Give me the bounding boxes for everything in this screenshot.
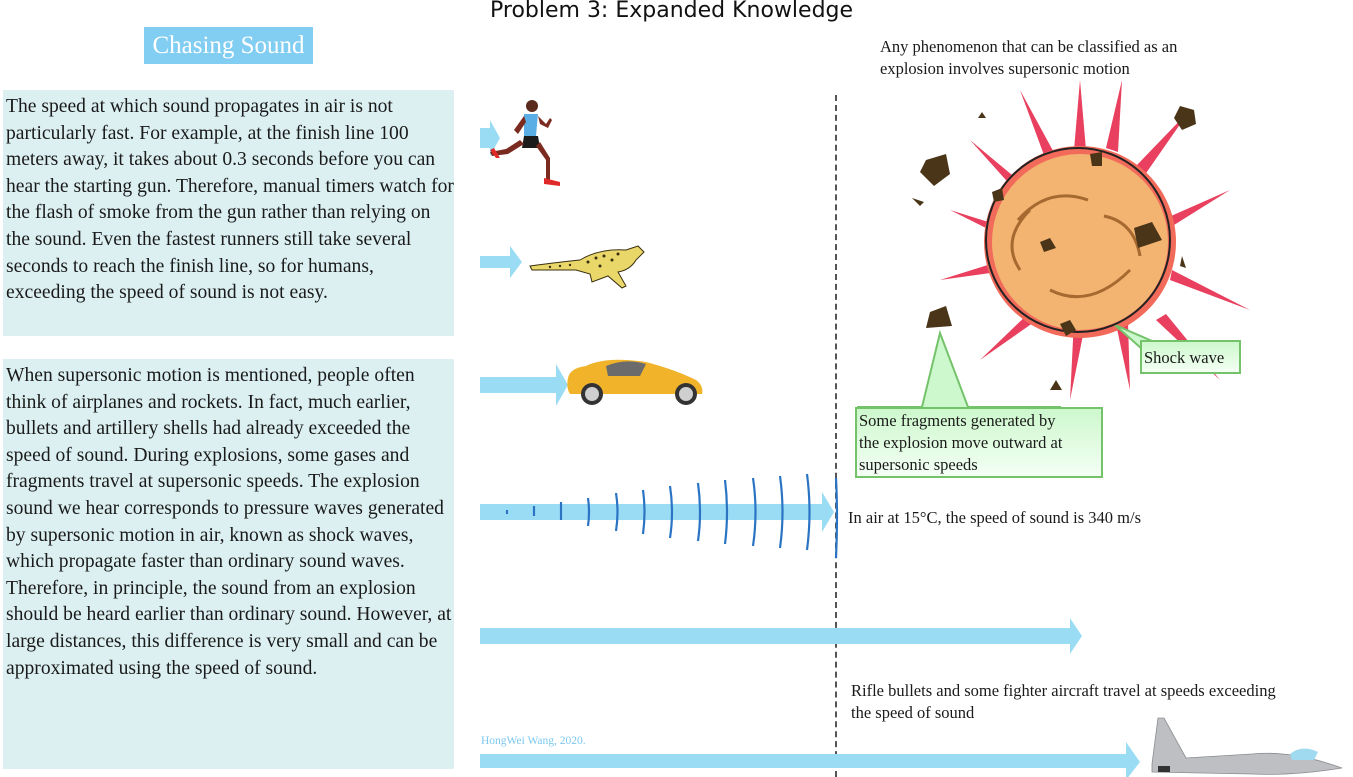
page-title: Problem 3: Expanded Knowledge: [490, 0, 854, 23]
supersonic-label-line1: Rifle bullets and some fighter aircraft …: [851, 681, 1276, 700]
cheetah-icon: [529, 245, 645, 289]
explosion-swirls: [1010, 194, 1142, 299]
callout-fragments-line3: supersonic speeds: [859, 455, 978, 474]
callout-shock-wave: Shock wave: [1140, 340, 1241, 374]
supersonic-label-line2: the speed of sound: [851, 703, 975, 722]
sound-speed-label: In air at 15°C, the speed of sound is 34…: [848, 508, 1142, 527]
supersonic-paragraph: When supersonic motion is mentioned, peo…: [3, 359, 454, 769]
callout-fragments-line1: Some fragments generated by: [859, 411, 1056, 430]
explosion-label-line1: Any phenomenon that can be classified as…: [880, 37, 1178, 56]
speed-of-sound-line: [835, 95, 837, 777]
explosion-label-line2: explosion involves supersonic motion: [880, 59, 1130, 78]
shock-wave-circle: [985, 147, 1171, 333]
car-icon: [567, 359, 703, 405]
callout-fragments-line2: the explosion move outward at: [859, 433, 1063, 452]
fragments: [912, 106, 1196, 390]
image-credit: HongWei Wang, 2020.: [481, 735, 586, 747]
runner-arrow: [480, 120, 500, 156]
runner-icon: [490, 100, 560, 186]
intro-paragraph: The speed at which sound propagates in a…: [3, 90, 454, 336]
callout-fragments: Some fragments generated by the explosio…: [855, 407, 1103, 478]
sound-wave-fronts: [505, 473, 839, 559]
fighter-jet-icon: [1151, 717, 1343, 775]
speed-comparison-diagram: [480, 100, 1343, 777]
section-title: Chasing Sound: [144, 27, 313, 64]
explosion-illustration: [912, 80, 1250, 400]
